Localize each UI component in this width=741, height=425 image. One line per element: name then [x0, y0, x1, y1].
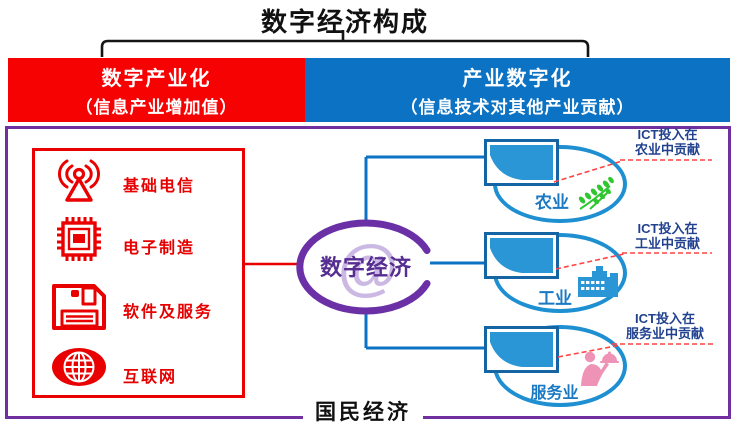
- ict-monitor-industry: [484, 232, 559, 279]
- factory-icon: [578, 266, 618, 297]
- broadcast-tower-icon: [58, 159, 100, 202]
- industry-label: 工业: [538, 289, 572, 308]
- monitor-screen-chart: [490, 145, 553, 180]
- national-economy-label: 国民经济: [303, 396, 423, 425]
- ict-note-line2: 农业中贡献: [634, 142, 700, 157]
- title-bracket: [100, 39, 590, 57]
- ict-note-services: ICT投入在 服务业中贡献: [606, 311, 724, 341]
- core-label: 数字经济: [320, 255, 412, 280]
- monitor-screen-chart: [490, 238, 553, 273]
- ict-monitor-agriculture: [484, 139, 559, 186]
- chip-icon: [57, 217, 101, 261]
- page-title: 数字经济构成: [260, 7, 429, 37]
- wheat-icon: [578, 176, 614, 210]
- header-left-subtitle: （信息产业增加值）: [75, 98, 238, 117]
- callout-line-industry: [555, 253, 625, 270]
- ict-note-line2: 工业中贡献: [634, 236, 700, 251]
- callout-line-services: [557, 344, 622, 358]
- header-right-subtitle: （信息技术对其他产业贡献）: [400, 98, 635, 117]
- globe-icon: [52, 348, 106, 386]
- header-left-title: 数字产业化: [101, 68, 212, 90]
- ict-monitor-services: [484, 326, 559, 373]
- at-sign-watermark-icon: @: [338, 233, 398, 302]
- agriculture-label: 农业: [535, 193, 569, 212]
- waiter-icon: [581, 351, 619, 386]
- header-industry-digitalization: 产业数字化 （信息技术对其他产业贡献）: [305, 58, 730, 122]
- core-ring: [296, 219, 431, 315]
- floppy-disk-icon: [52, 284, 106, 330]
- monitor-screen-chart: [490, 332, 553, 367]
- digital-industry-panel: 基础电信 电子制造: [32, 148, 245, 398]
- callout-line-agriculture: [553, 160, 623, 183]
- header-digital-industrialization: 数字产业化 （信息产业增加值）: [8, 58, 305, 122]
- ict-note-agriculture: ICT投入在 农业中贡献: [615, 127, 720, 157]
- item-label-internet: 互联网: [123, 369, 178, 386]
- header-right-title: 产业数字化: [462, 68, 573, 90]
- ict-note-line1: ICT投入在: [635, 311, 695, 326]
- item-label-telecom: 基础电信: [123, 178, 196, 195]
- digital-economy-core: @ 数字经济: [296, 219, 431, 315]
- ict-note-line1: ICT投入在: [637, 127, 698, 142]
- services-label: 服务业: [530, 385, 579, 402]
- ict-note-line2: 服务业中贡献: [625, 326, 704, 341]
- ict-note-industry: ICT投入在 工业中贡献: [615, 221, 720, 251]
- ict-note-line1: ICT投入在: [637, 221, 698, 236]
- item-label-electronics: 电子制造: [123, 240, 196, 257]
- item-label-software: 软件及服务: [123, 304, 214, 321]
- core-ellipse-fill: [302, 225, 430, 309]
